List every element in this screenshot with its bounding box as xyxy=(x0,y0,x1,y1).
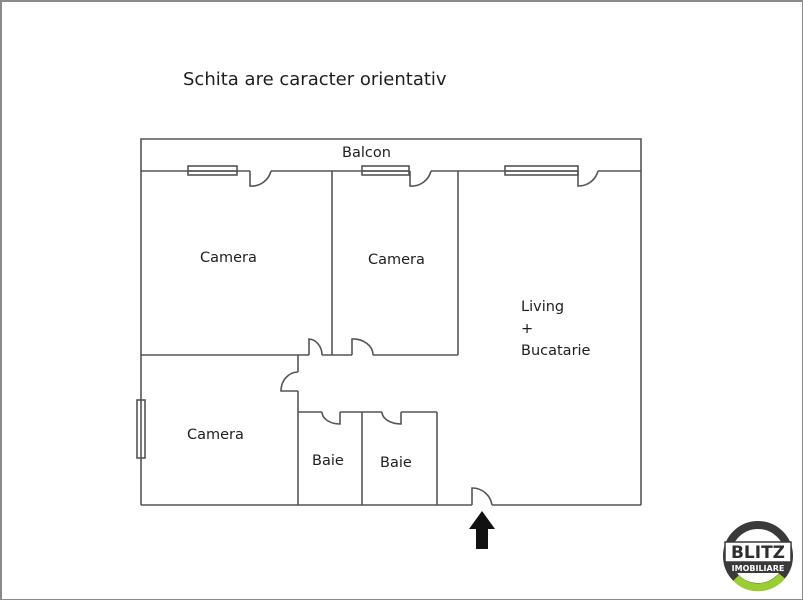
room-label-bedroom-1: Camera xyxy=(200,250,257,266)
door-bathroom-1 xyxy=(321,411,341,425)
living-label-line2: + xyxy=(521,321,534,337)
door-entrance xyxy=(471,487,493,506)
door-balcony-3 xyxy=(577,170,599,187)
room-label-bathroom-2: Baie xyxy=(380,455,412,471)
balcony-outline xyxy=(140,138,642,171)
door-bedroom-3 xyxy=(280,371,299,392)
disclaimer-caption: Schita are caracter orientativ xyxy=(183,69,447,90)
door-bedroom-2 xyxy=(351,338,374,356)
room-label-living: Living + Bucatarie xyxy=(521,296,590,362)
door-bathroom-2 xyxy=(381,411,402,425)
room-label-balcony: Balcon xyxy=(342,145,391,161)
door-bedroom-1 xyxy=(308,338,323,356)
logo-subtitle: IMOBILIARE xyxy=(732,564,785,573)
arrow-up-icon xyxy=(469,511,495,549)
room-label-bedroom-2: Camera xyxy=(368,252,425,268)
room-label-bathroom-1: Baie xyxy=(312,453,344,469)
logo-brand: BLITZ xyxy=(731,543,785,563)
living-label-line1: Living xyxy=(521,299,565,315)
door-balcony-2 xyxy=(409,170,432,187)
living-label-line3: Bucatarie xyxy=(521,343,591,359)
blitz-logo: BLITZ IMOBILIARE xyxy=(723,521,793,592)
room-label-bedroom-3: Camera xyxy=(187,427,244,443)
door-balcony-1 xyxy=(249,170,272,187)
